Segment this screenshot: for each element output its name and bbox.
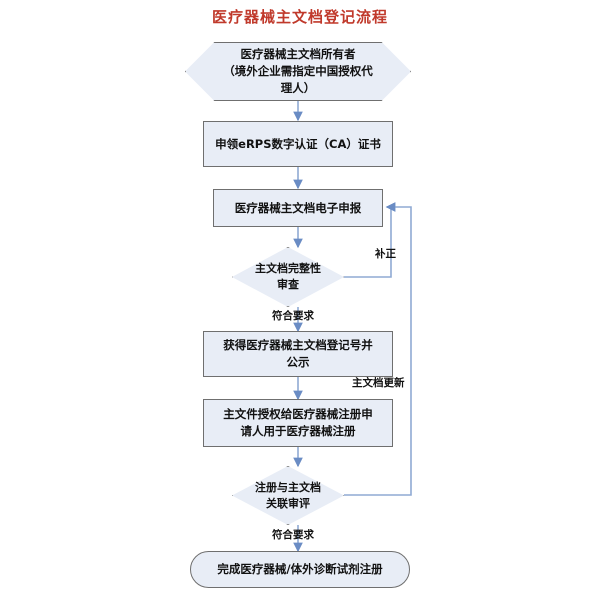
edge-label-meets-requirements-bottom: 符合要求 xyxy=(272,529,314,541)
page-title: 医疗器械主文档登记流程 xyxy=(211,8,388,26)
node-label: 完成医疗器械/体外诊断试剂注册 xyxy=(217,562,383,577)
hexagon-shape xyxy=(185,42,411,101)
node-label: 主文档完整性 审查 xyxy=(255,262,321,291)
edge-label-meets-requirements-top: 符合要求 xyxy=(272,310,314,322)
node-obtain-registration-number[interactable]: 获得医疗器械主文档登记号并 公示 xyxy=(203,331,393,377)
node-label: 申领eRPS数字认证（CA）证书 xyxy=(215,136,381,151)
node-masterfile-owner[interactable]: 医疗器械主文档所有者 （境外企业需指定中国授权代 理人） xyxy=(185,42,411,101)
node-label: 主文件授权给医疗器械注册申 请人用于医疗器械注册 xyxy=(223,407,373,438)
node-label: 医疗器械主文档所有者 （境外企业需指定中国授权代 理人） xyxy=(223,47,373,95)
node-label: 注册与主文档 关联审评 xyxy=(255,480,321,510)
node-label: 医疗器械主文档电子申报 xyxy=(234,200,362,215)
node-apply-ca-certificate[interactable]: 申领eRPS数字认证（CA）证书 xyxy=(203,121,393,167)
node-label: 获得医疗器械主文档登记号并 公示 xyxy=(223,338,373,369)
node-completeness-review[interactable]: 主文档完整性 审查 xyxy=(232,247,344,307)
node-authorize-applicant[interactable]: 主文件授权给医疗器械注册申 请人用于医疗器械注册 xyxy=(203,399,393,447)
node-complete-registration[interactable]: 完成医疗器械/体外诊断试剂注册 xyxy=(190,551,410,588)
node-linkage-review[interactable]: 注册与主文档 关联审评 xyxy=(232,466,344,525)
node-electronic-submission[interactable]: 医疗器械主文档电子申报 xyxy=(213,189,383,227)
edge-label-masterfile-update: 主文档更新 xyxy=(352,377,405,389)
edge-label-supplement: 补正 xyxy=(375,248,396,260)
